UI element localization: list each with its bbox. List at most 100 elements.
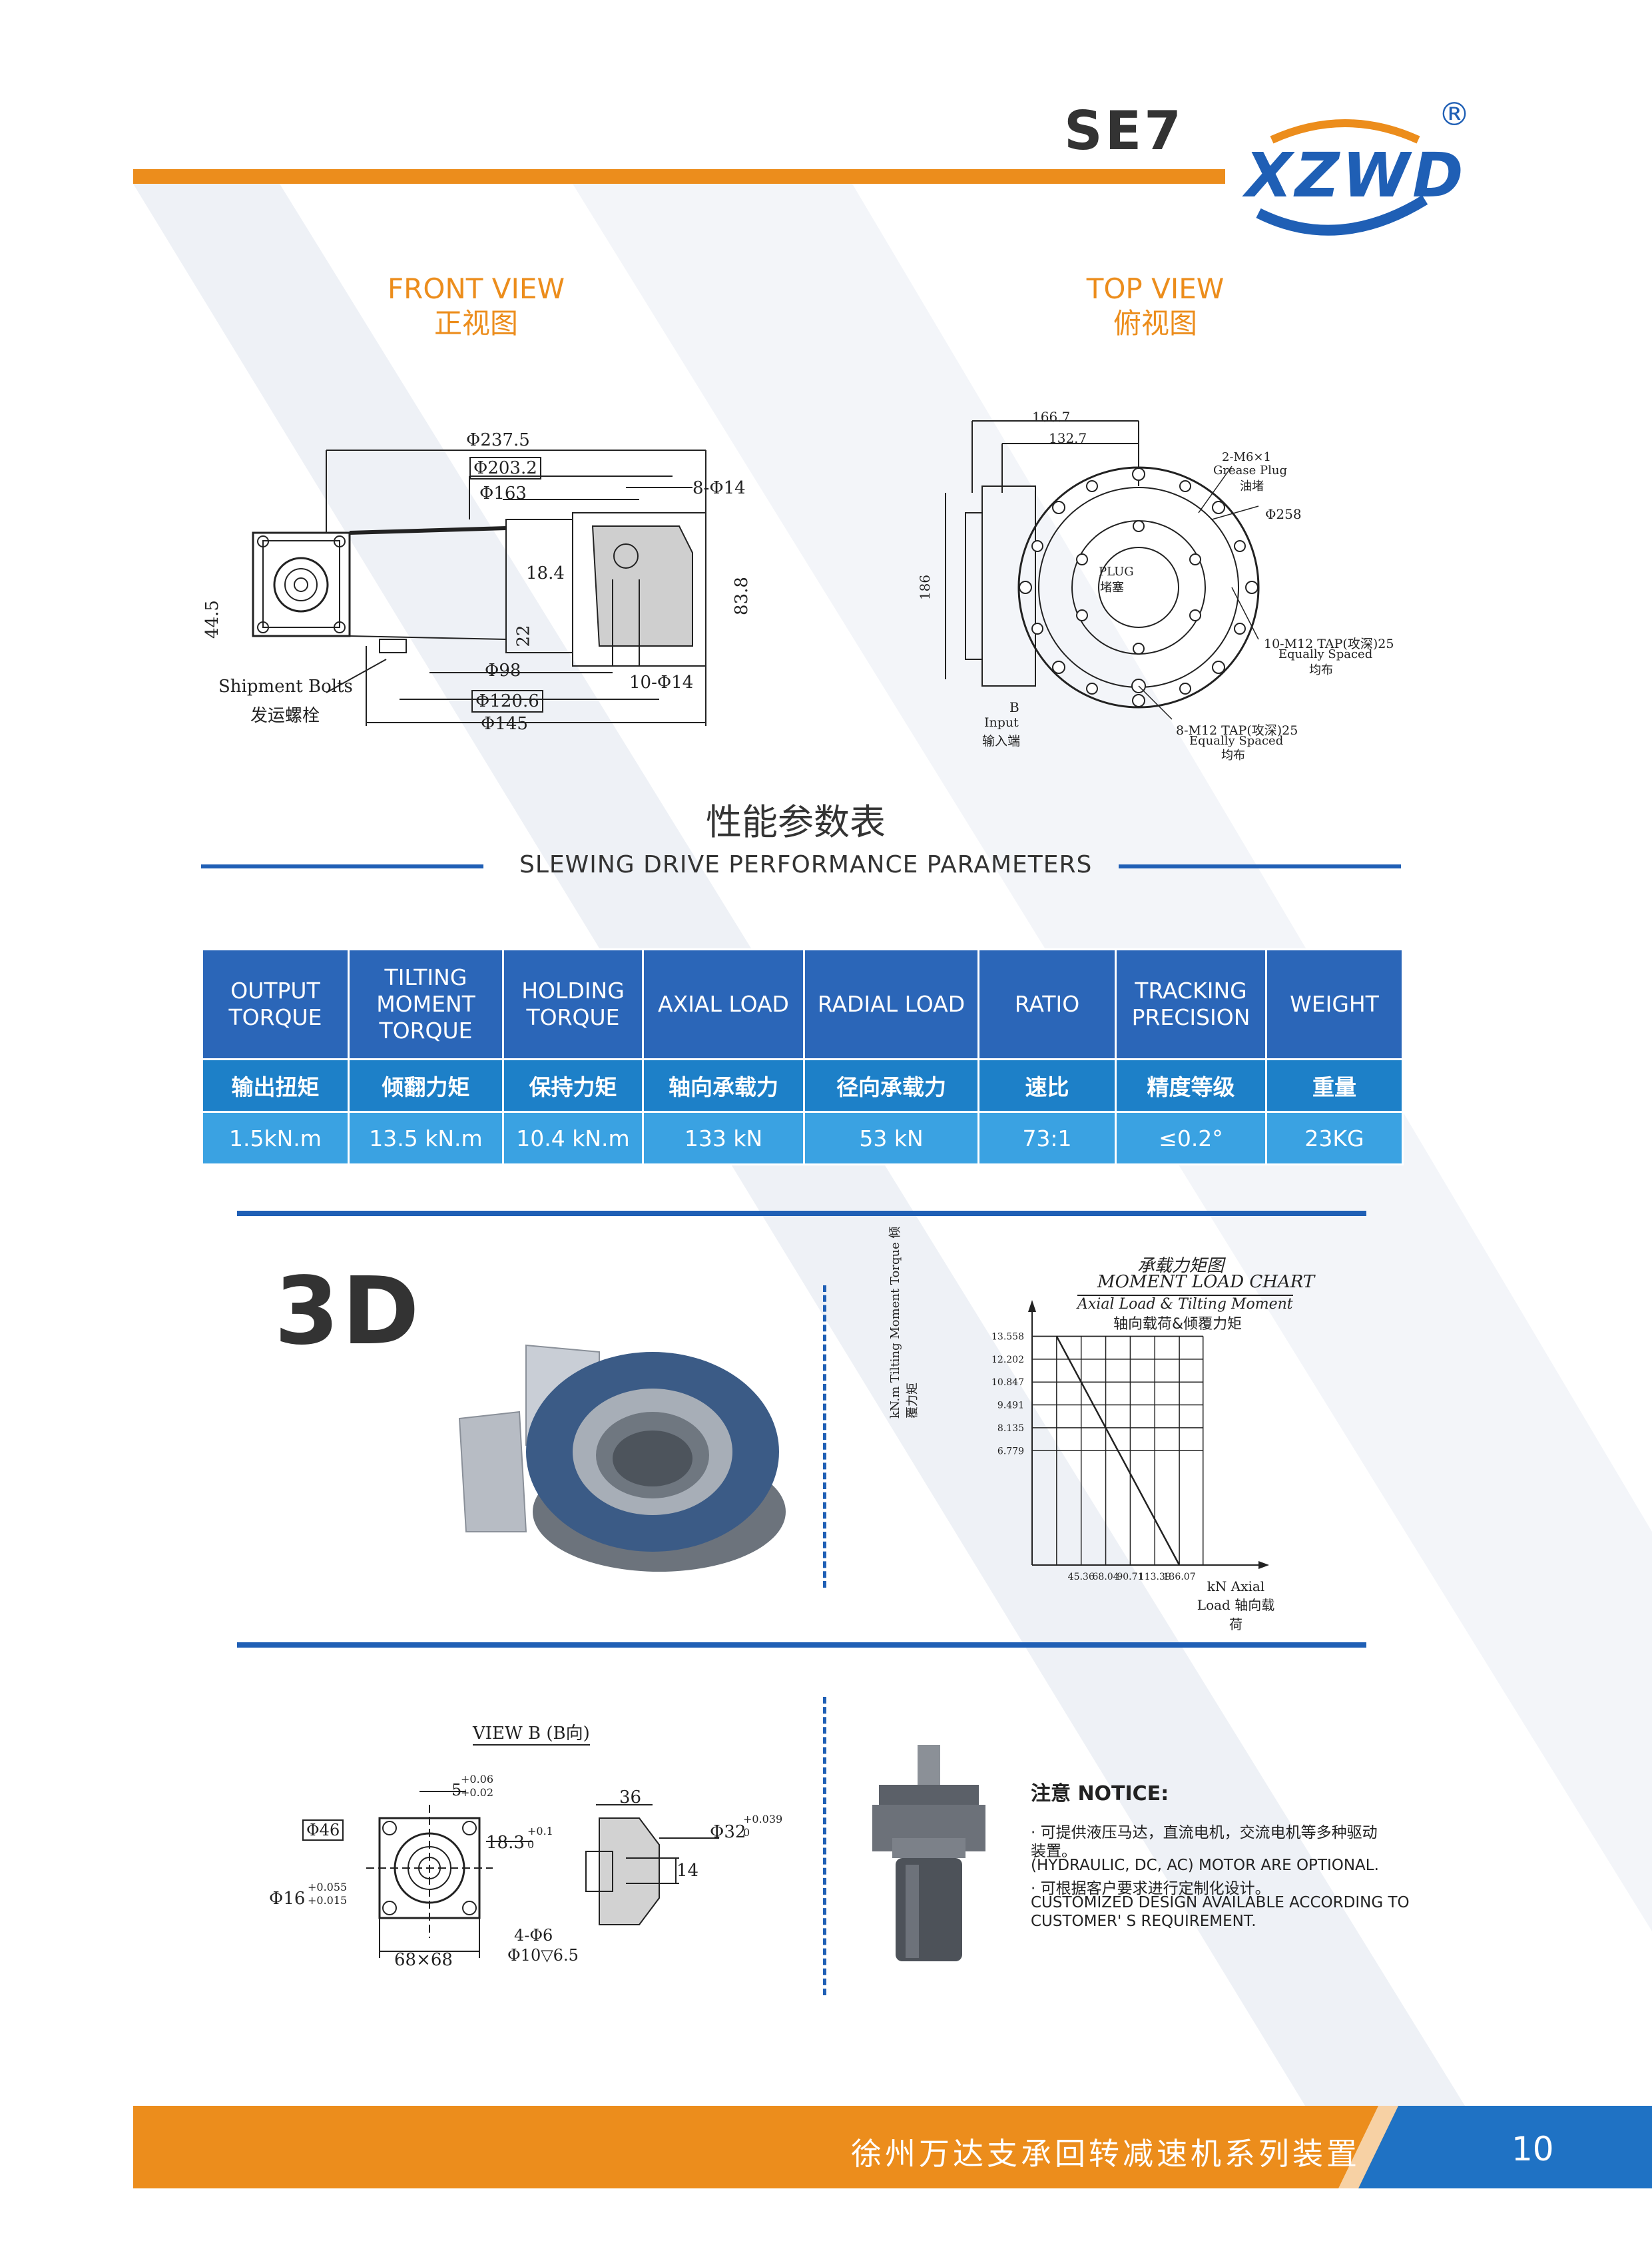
performance-title-cn: 性能参数表 bbox=[706, 801, 886, 843]
footer-bar bbox=[133, 2106, 1652, 2188]
title-rule-left bbox=[201, 864, 483, 868]
chart-x-tick-label: 90.71 bbox=[1117, 1572, 1143, 1582]
front-view-title-cn: 正视图 bbox=[433, 307, 518, 340]
cn-tilting-moment: 倾翻力矩 bbox=[348, 1058, 504, 1113]
shipment-bolts-label-en: Shipment Bolts bbox=[218, 677, 353, 697]
chart-y-tick-label: 8.135 bbox=[997, 1423, 1024, 1434]
header-weight: WEIGHT bbox=[1265, 948, 1404, 1060]
footer-company-text: 徐州万达支承回转减速机系列装置 bbox=[851, 2136, 1360, 2172]
front-dim-d4: 8-Φ14 bbox=[692, 478, 746, 498]
chart-y-tick-label: 12.202 bbox=[991, 1355, 1024, 1365]
view-b-d1-tol-dn: +0.02 bbox=[461, 1786, 494, 1799]
tap1-spaced: Equally Spaced bbox=[1278, 647, 1373, 661]
front-dim-d8: 22 bbox=[513, 625, 534, 647]
section-divider-dashed bbox=[823, 1285, 826, 1588]
front-dim-d2: Φ203.2 bbox=[469, 457, 541, 480]
cn-tracking-precision: 精度等级 bbox=[1115, 1058, 1267, 1113]
notice-line-3: (HYDRAULIC, DC, AC) MOTOR ARE OPTIONAL. bbox=[1031, 1857, 1379, 1874]
chart-x-tick-label: 68.04 bbox=[1093, 1572, 1119, 1582]
view-b-d1: 5 bbox=[451, 1781, 462, 1799]
table-value-row: 1.5kN.m 13.5 kN.m 10.4 kN.m 133 kN 53 kN… bbox=[201, 1111, 1404, 1165]
view-b-d5: 68×68 bbox=[394, 1950, 453, 1970]
tap1-spec: 10-M12 TAP(攻深)25 bbox=[1264, 637, 1394, 651]
chart-y-tick-label: 6.779 bbox=[997, 1446, 1024, 1456]
view-b-d10: 14 bbox=[677, 1861, 699, 1881]
moment-load-chart: 13.558 12.202 10.847 9.491 8.135 6.779 45.3668… bbox=[991, 1300, 1269, 1582]
front-dim-d11: Φ120.6 bbox=[471, 690, 543, 713]
notice-line-4: · 可根据客户要求进行定制化设计。 bbox=[1031, 1880, 1270, 1897]
title-rule-right bbox=[1119, 864, 1401, 868]
front-view-title: FRONT VIEW 正视图 bbox=[373, 272, 579, 341]
cn-axial-load: 轴向承载力 bbox=[642, 1058, 805, 1113]
chart-x-tick-label: 113.39 bbox=[1139, 1572, 1171, 1582]
view-b-d7: Φ10▽6.5 bbox=[507, 1946, 579, 1965]
top-dim-d2: 132.7 bbox=[1049, 430, 1087, 446]
hydraulic-motor-image bbox=[872, 1745, 985, 1961]
view-b-d4-tol-up: +0.055 bbox=[308, 1881, 348, 1893]
grease-plug-en: Grease Plug bbox=[1213, 464, 1287, 478]
chart-x-arrow-icon bbox=[1258, 1561, 1269, 1569]
view-b-title: VIEW B (B向) bbox=[473, 1720, 590, 1746]
plug-label-cn: 堵塞 bbox=[1100, 581, 1124, 595]
top-view-drawing bbox=[945, 420, 1260, 720]
front-dim-d12: Φ145 bbox=[481, 714, 528, 734]
chart-x-tick-label: 45.36 bbox=[1068, 1572, 1095, 1582]
chart-y-tick-label: 10.847 bbox=[991, 1377, 1024, 1388]
val-radial-load: 53 kN bbox=[803, 1111, 979, 1165]
grease-plug-cn: 油堵 bbox=[1240, 480, 1264, 493]
performance-title-en: SLEWING DRIVE PERFORMANCE PARAMETERS bbox=[519, 851, 1093, 878]
input-label-cn: 输入端 bbox=[982, 734, 1021, 749]
tap1-cn: 均布 bbox=[1309, 663, 1333, 677]
cn-holding-torque: 保持力矩 bbox=[502, 1058, 644, 1113]
grease-plug-spec: 2-M6×1 bbox=[1222, 450, 1271, 464]
section-divider-dashed-2 bbox=[823, 1697, 826, 1995]
view-b-d9-tol-up: +0.039 bbox=[743, 1813, 783, 1825]
view-b-d3-tol-up: +0.1 bbox=[527, 1825, 553, 1837]
chart-xlabel: kN Axial Load 轴向载荷 bbox=[1197, 1578, 1275, 1632]
table-cn-row: 输出扭矩 倾翻力矩 保持力矩 轴向承载力 径向承载力 速比 精度等级 重量 bbox=[201, 1058, 1404, 1113]
header-ratio: RATIO bbox=[977, 948, 1117, 1060]
view-b-drawing bbox=[366, 1791, 719, 1958]
performance-table: OUTPUT TORQUE TILTING MOMENT TORQUE HOLD… bbox=[201, 948, 1404, 1165]
header-tilting-moment: TILTING MOMENT TORQUE bbox=[348, 948, 504, 1060]
top-view-title: TOP VIEW 俯视图 bbox=[1052, 272, 1258, 341]
3d-label: 3D bbox=[274, 1257, 422, 1366]
cn-radial-load: 径向承载力 bbox=[803, 1058, 979, 1113]
brand-logo-swoosh-icon bbox=[1256, 119, 1428, 236]
cn-ratio: 速比 bbox=[977, 1058, 1117, 1113]
slewing-drive-3d-image bbox=[458, 1344, 786, 1572]
notice-line-1: · 可提供液压马达，直流电机，交流电机等多种驱动 bbox=[1031, 1824, 1378, 1841]
chart-y-tick-label: 13.558 bbox=[991, 1332, 1024, 1343]
front-view-title-en: FRONT VIEW bbox=[387, 272, 565, 305]
header-holding-torque: HOLDING TORQUE bbox=[502, 948, 644, 1060]
front-dim-d3: Φ163 bbox=[479, 483, 527, 503]
front-dim-d5: 18.4 bbox=[526, 563, 565, 583]
front-dim-d7: 44.5 bbox=[202, 600, 222, 639]
chart-subtitle: MOMENT LOAD CHART bbox=[1097, 1272, 1315, 1292]
front-dim-d10: 10-Φ14 bbox=[629, 673, 694, 693]
header-tracking-precision: TRACKING PRECISION bbox=[1115, 948, 1267, 1060]
header-output-torque: OUTPUT TORQUE bbox=[201, 948, 350, 1060]
val-tilting-moment: 13.5 kN.m bbox=[348, 1111, 504, 1165]
brand-logo: XZWD bbox=[1245, 140, 1466, 211]
view-b-d3-tol-dn: 0 bbox=[527, 1838, 535, 1851]
top-view-title-en: TOP VIEW bbox=[1086, 272, 1225, 305]
notice-title: 注意 NOTICE: bbox=[1031, 1782, 1169, 1805]
view-b-d3: 18.3 bbox=[486, 1833, 525, 1853]
view-b-d4: Φ16 bbox=[269, 1889, 306, 1909]
tap2-cn: 均布 bbox=[1221, 749, 1245, 763]
section-rule-bottom bbox=[237, 1642, 1366, 1648]
chart-ylabel: kN.m Tilting Moment Torque 倾覆力矩 bbox=[888, 1226, 920, 1419]
view-b-d9: Φ32 bbox=[710, 1822, 746, 1842]
view-b-d1-tol-up: +0.06 bbox=[461, 1773, 494, 1785]
notice-line-6: CUSTOMER' S REQUIREMENT. bbox=[1031, 1913, 1256, 1930]
chart-x-tick-label: 136.07 bbox=[1163, 1572, 1196, 1582]
registered-mark: ® bbox=[1438, 96, 1470, 133]
chart-y-tick-label: 9.491 bbox=[997, 1401, 1024, 1411]
header-axial-load: AXIAL LOAD bbox=[642, 948, 805, 1060]
view-b-d4-tol-dn: +0.015 bbox=[308, 1894, 348, 1907]
chart-subtitle2: Axial Load & Tilting Moment bbox=[1077, 1295, 1293, 1313]
page-number: 10 bbox=[1512, 2130, 1554, 2168]
input-label-en: Input bbox=[984, 715, 1019, 730]
model-code: SE7 bbox=[1064, 100, 1184, 162]
